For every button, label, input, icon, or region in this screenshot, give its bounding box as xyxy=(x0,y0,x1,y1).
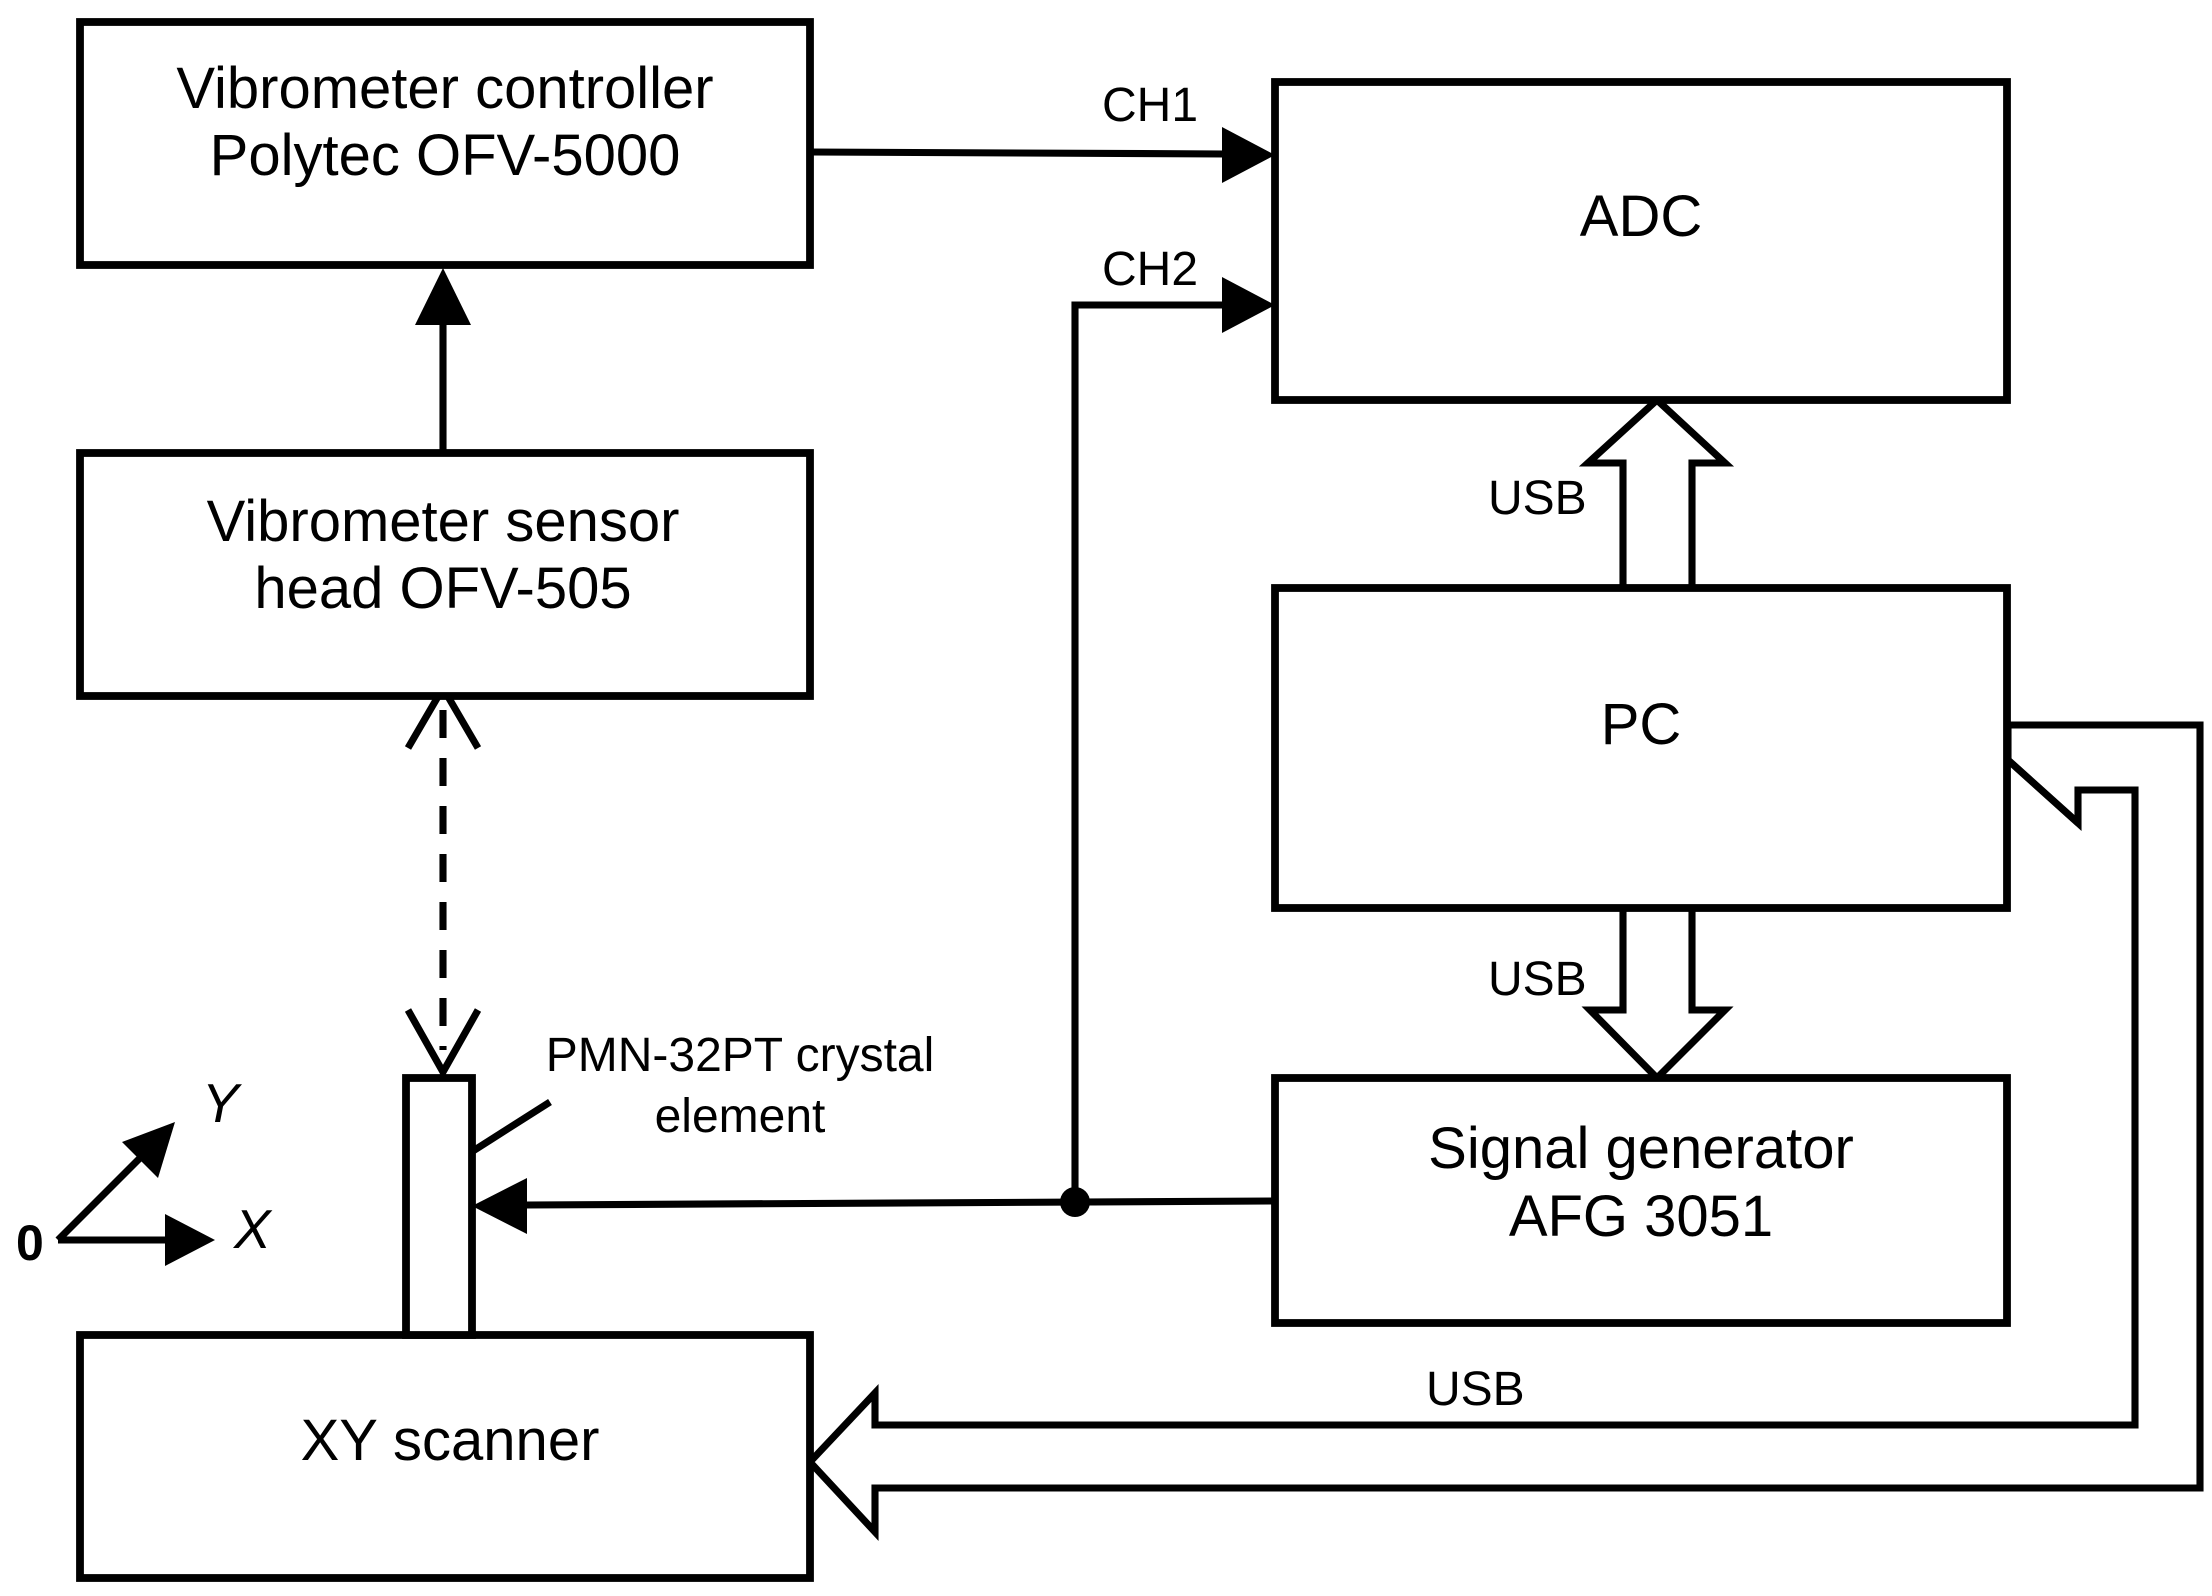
crystal-label-line2: element xyxy=(655,1090,826,1143)
sensor-head-block xyxy=(76,449,814,700)
xy-scanner-label: XY scanner xyxy=(301,1408,600,1473)
pc-generator-usb-bus xyxy=(1581,908,1734,1084)
ch2-arrow xyxy=(1071,277,1275,1202)
ch1-arrow xyxy=(809,127,1275,183)
adc-pc-usb-label: USB xyxy=(1488,472,1587,525)
junction-dot xyxy=(1060,1187,1090,1217)
adc-block xyxy=(1271,78,2011,404)
sensor-head-label-line2: head OFV-505 xyxy=(254,556,631,621)
sensor-head-label-line1: Vibrometer sensor xyxy=(207,489,680,554)
crystal-element xyxy=(402,1074,476,1339)
ch1-label: CH1 xyxy=(1102,79,1198,132)
x-axis-label: X xyxy=(232,1198,273,1260)
controller-block xyxy=(76,18,814,269)
scanner-usb-label: USB xyxy=(1426,1363,1525,1416)
signal-generator-block xyxy=(1271,1074,2011,1327)
controller-label-line2: Polytec OFV-5000 xyxy=(210,123,681,188)
ch2-label: CH2 xyxy=(1102,243,1198,296)
y-axis-label: Y xyxy=(202,1072,242,1134)
crystal-label-line1: PMN-32PT crystal xyxy=(546,1029,935,1082)
controller-label-line1: Vibrometer controller xyxy=(176,56,713,121)
scanner-usb-bus-return xyxy=(2005,757,2081,826)
origin-label: 0 xyxy=(16,1215,44,1271)
pc-generator-usb-label: USB xyxy=(1488,953,1587,1006)
sensor-to-controller-arrow xyxy=(415,268,471,453)
pc-block xyxy=(1271,584,2011,912)
coordinate-axes xyxy=(55,1122,215,1266)
pc-label: PC xyxy=(1601,692,1682,757)
adc-pc-usb-bus xyxy=(1578,395,1735,588)
signal-generator-label-line1: Signal generator xyxy=(1428,1116,1854,1181)
laser-beam-double-arrow xyxy=(404,680,482,1080)
adc-label: ADC xyxy=(1580,184,1702,249)
signal-generator-label-line2: AFG 3051 xyxy=(1509,1184,1773,1249)
generator-to-crystal-arrow xyxy=(472,1178,1273,1234)
